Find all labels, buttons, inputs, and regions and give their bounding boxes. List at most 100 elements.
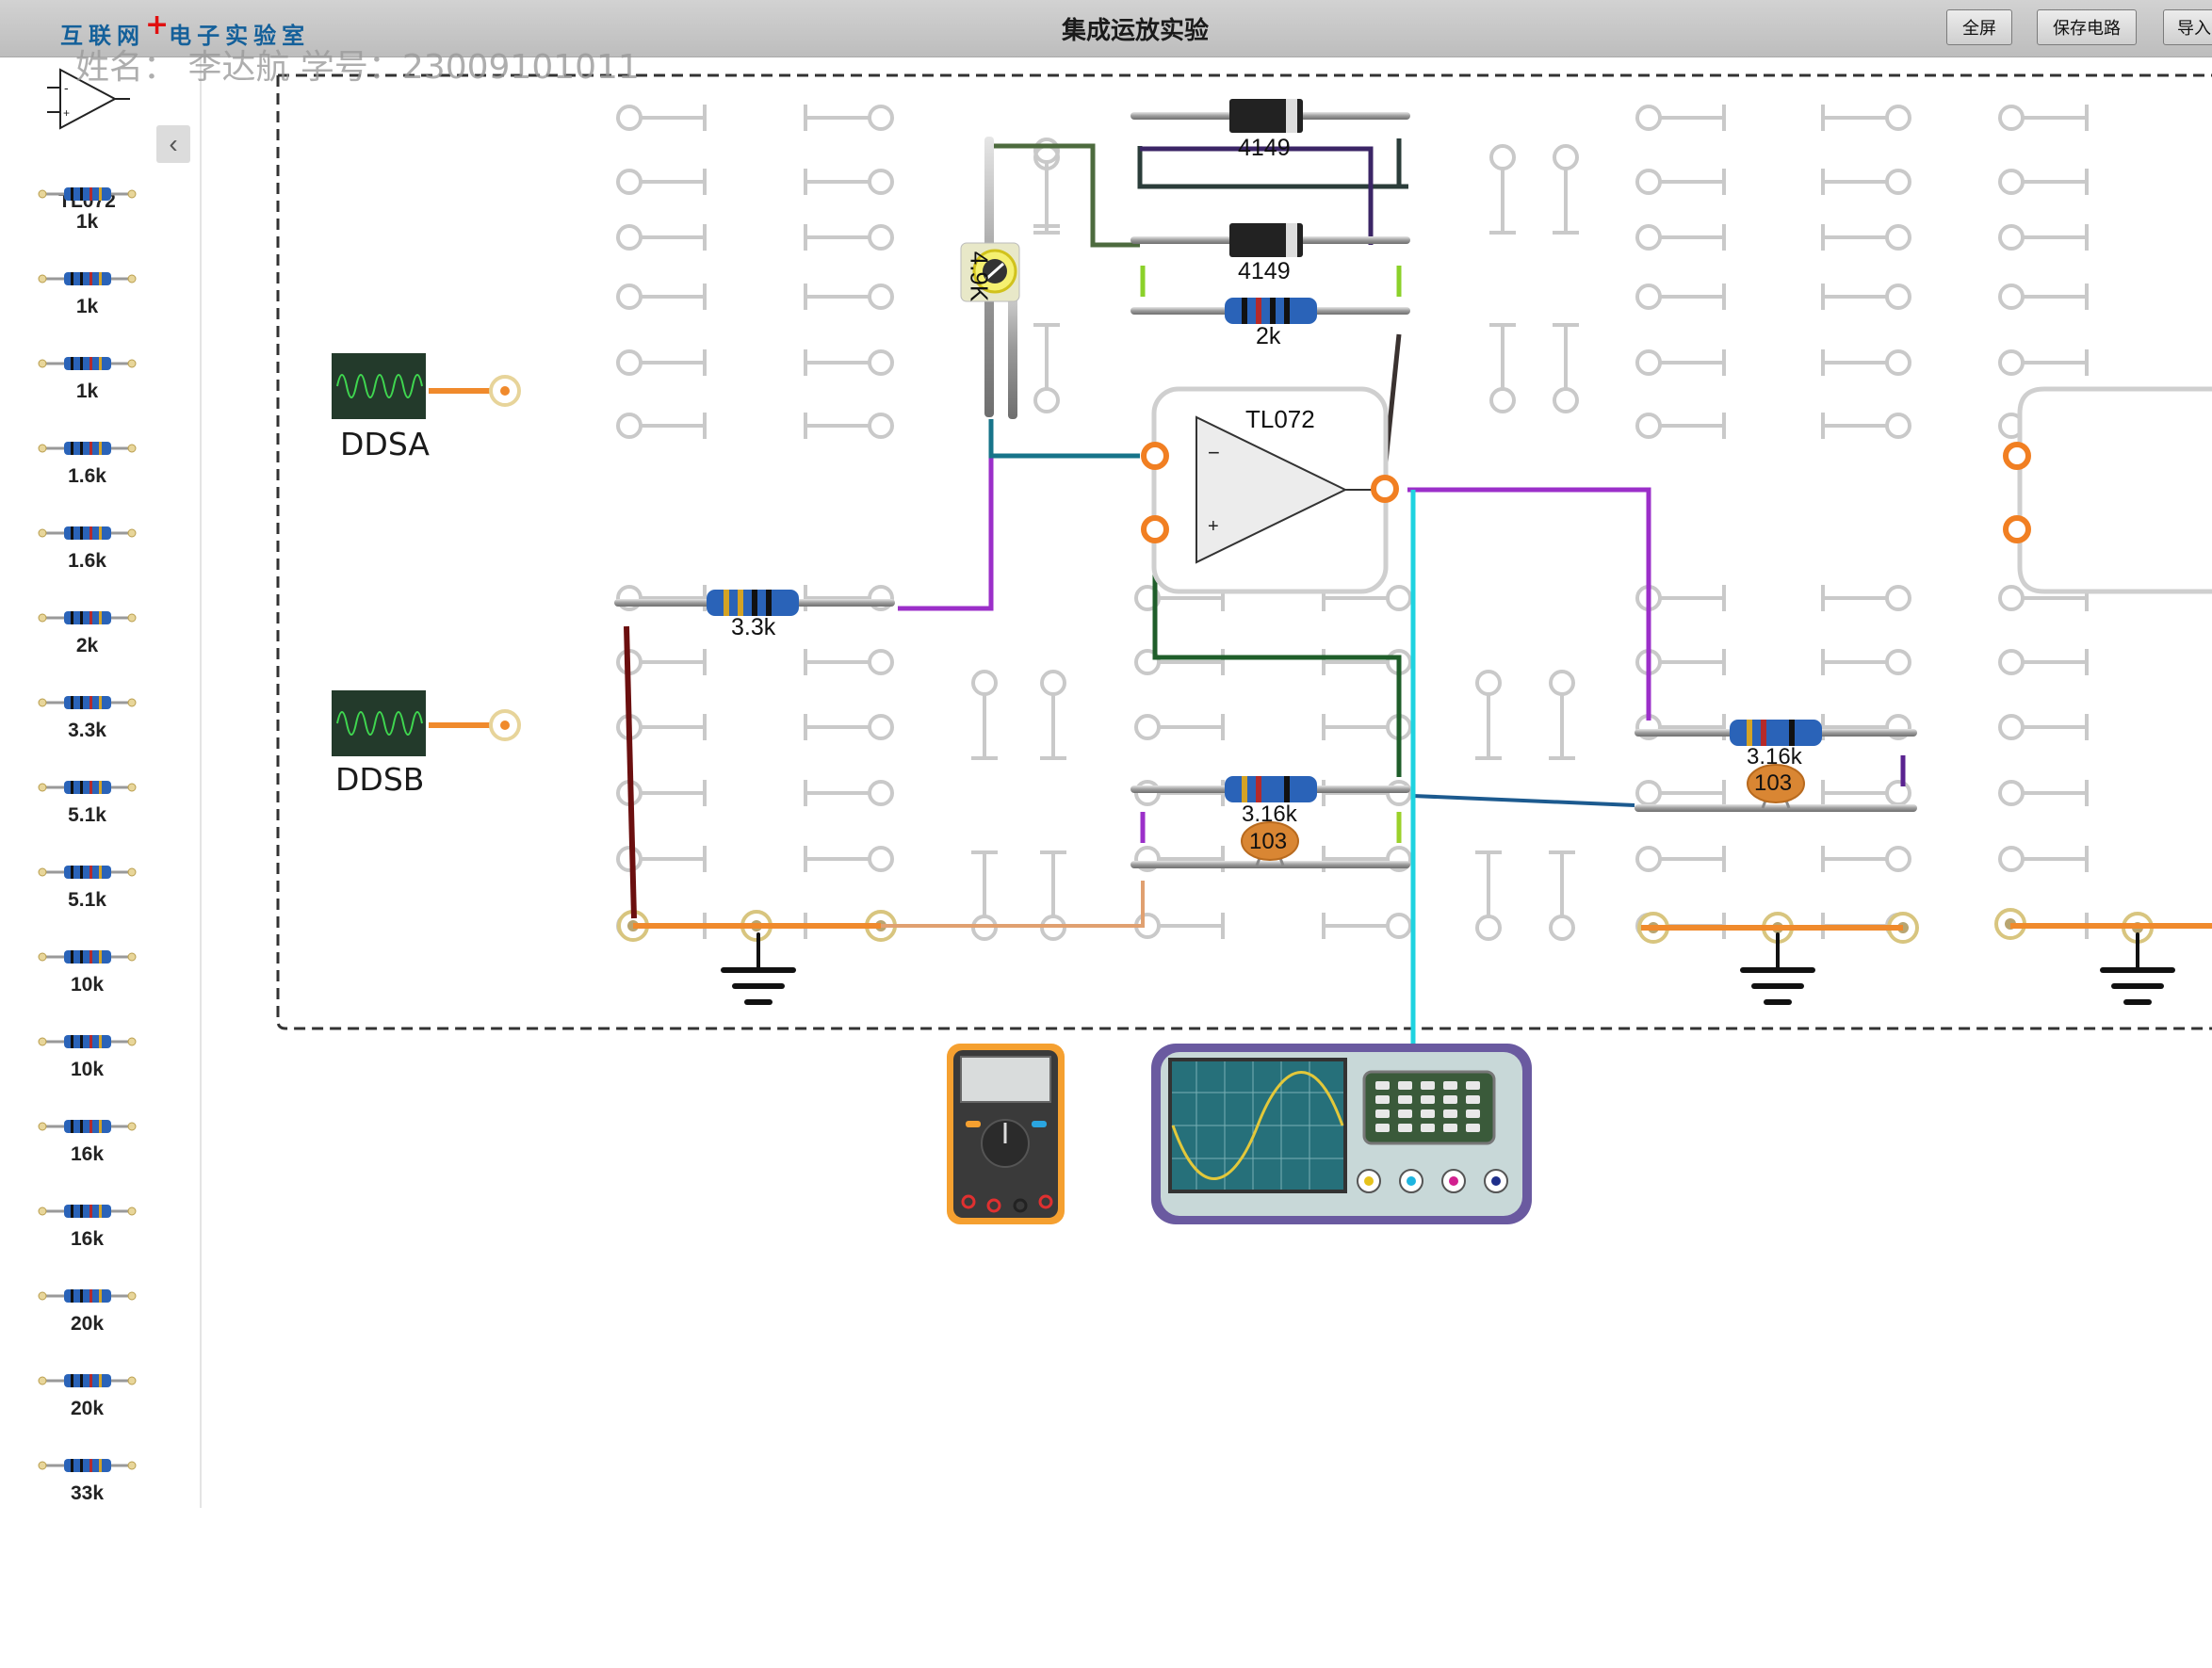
breadboard-pin[interactable] [804,585,894,611]
opamp-tl072-2[interactable] [2003,386,2212,594]
breadboard-pin[interactable] [616,105,707,131]
breadboard-pin[interactable] [1040,850,1066,941]
breadboard-pin[interactable] [1134,846,1225,872]
palette-resistor-item[interactable]: 16k [28,1117,146,1192]
breadboard-pin[interactable] [1322,913,1412,939]
breadboard-pin[interactable] [1322,714,1412,740]
breadboard-pin[interactable] [804,649,894,675]
breadboard-pin[interactable] [1998,913,2089,939]
import-button[interactable]: 导入 [2163,9,2212,45]
breadboard-pin[interactable] [1475,670,1502,760]
palette-resistor-item[interactable]: 1k [28,354,146,429]
diode-4149-top[interactable] [1130,99,1410,133]
rail-terminal[interactable] [1994,908,2026,940]
generator-ddsa[interactable] [332,353,521,419]
palette-resistor-item[interactable]: 1k [28,269,146,345]
breadboard-pin[interactable] [1489,144,1516,235]
breadboard-pin[interactable] [804,846,894,872]
breadboard-pin[interactable] [1322,780,1412,806]
breadboard-pin[interactable] [616,283,707,310]
breadboard-pin[interactable] [804,913,894,939]
breadboard-pin[interactable] [1033,144,1060,235]
breadboard-pin[interactable] [1635,224,1726,251]
breadboard-pin[interactable] [804,283,894,310]
breadboard-pin[interactable] [1821,224,1911,251]
breadboard-pin[interactable] [1033,323,1060,413]
palette-resistor-item[interactable]: 5.1k [28,863,146,938]
palette-resistor-item[interactable]: 10k [28,947,146,1023]
breadboard-pin[interactable] [616,224,707,251]
fullscreen-button[interactable]: 全屏 [1946,9,2012,45]
breadboard-pin[interactable] [804,224,894,251]
breadboard-pin[interactable] [616,169,707,195]
breadboard-pin[interactable] [1322,649,1412,675]
breadboard-pin[interactable] [1549,670,1575,760]
rail-terminal[interactable] [1637,912,1669,944]
breadboard-pin[interactable] [1033,138,1060,228]
breadboard-pin[interactable] [1821,169,1911,195]
breadboard-pin[interactable] [616,714,707,740]
palette-resistor-item[interactable]: 20k [28,1371,146,1447]
breadboard-pin[interactable] [616,846,707,872]
generator-ddsb[interactable] [332,690,521,756]
breadboard-pin[interactable] [1821,649,1911,675]
breadboard-pin[interactable] [1134,649,1225,675]
breadboard-pin[interactable] [804,169,894,195]
breadboard-pin[interactable] [616,413,707,439]
breadboard-pin[interactable] [1134,714,1225,740]
breadboard-pin[interactable] [1998,780,2089,806]
breadboard-pin[interactable] [1322,585,1412,611]
diode-4149-mid[interactable] [1130,223,1410,257]
breadboard-pin[interactable] [1635,585,1726,611]
rail-terminal[interactable] [865,910,897,942]
breadboard-pin[interactable] [1489,323,1516,413]
breadboard-pin[interactable] [1998,224,2089,251]
breadboard-pin[interactable] [1635,649,1726,675]
breadboard-pin[interactable] [1549,850,1575,941]
breadboard-pin[interactable] [1821,349,1911,376]
breadboard-pin[interactable] [1821,846,1911,872]
breadboard-pin[interactable] [1998,349,2089,376]
breadboard-pin[interactable] [1821,585,1911,611]
palette-opamp-tl072[interactable]: - + [47,65,141,178]
breadboard-pin[interactable] [1998,283,2089,310]
rail-terminal[interactable] [1887,912,1919,944]
breadboard-pin[interactable] [1635,349,1726,376]
breadboard-pin[interactable] [1998,169,2089,195]
rail-terminal[interactable] [2122,912,2154,944]
breadboard-pin[interactable] [1998,846,2089,872]
palette-resistor-item[interactable]: 16k [28,1202,146,1277]
rail-terminal[interactable] [740,910,773,942]
breadboard-pin[interactable] [971,850,998,941]
palette-resistor-item[interactable]: 1k [28,185,146,260]
breadboard-pin[interactable] [1635,169,1726,195]
breadboard-pin[interactable] [1134,913,1225,939]
palette-resistor-item[interactable]: 10k [28,1032,146,1108]
breadboard-pin[interactable] [804,349,894,376]
resistor-3.16k-bottom[interactable] [1130,776,1410,802]
rail-terminal[interactable] [1762,912,1794,944]
palette-resistor-item[interactable]: 5.1k [28,778,146,853]
breadboard-pin[interactable] [804,105,894,131]
breadboard-pin[interactable] [1475,850,1502,941]
breadboard-pin[interactable] [616,585,707,611]
resistor-3.16k-right[interactable] [1635,720,1917,746]
breadboard-pin[interactable] [1821,413,1911,439]
breadboard-pin[interactable] [1998,585,2089,611]
breadboard-pin[interactable] [1134,780,1225,806]
breadboard-pin[interactable] [1821,780,1911,806]
rail-terminal[interactable] [617,910,649,942]
palette-resistor-item[interactable]: 1.6k [28,524,146,599]
resistor-2k[interactable] [1130,298,1410,324]
breadboard-pin[interactable] [804,413,894,439]
breadboard-pin[interactable] [971,670,998,760]
breadboard-pin[interactable] [1821,913,1911,939]
multimeter-icon[interactable] [947,1044,1065,1224]
breadboard-pin[interactable] [1134,585,1225,611]
breadboard-pin[interactable] [1553,323,1579,413]
breadboard-pin[interactable] [1635,780,1726,806]
palette-resistor-item[interactable]: 2k [28,608,146,684]
palette-resistor-item[interactable]: 20k [28,1287,146,1362]
breadboard-pin[interactable] [1998,413,2089,439]
